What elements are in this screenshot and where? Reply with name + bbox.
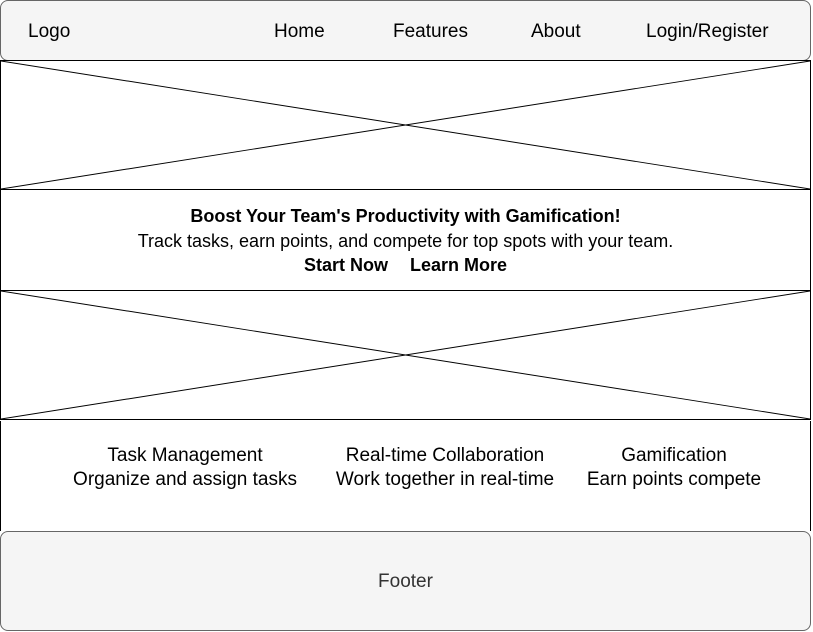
feature-gamification: Gamification Earn points compete (581, 444, 767, 492)
logo: Logo (28, 21, 71, 42)
start-now-button[interactable]: Start Now (303, 255, 388, 275)
image-placeholder-top (0, 60, 811, 190)
learn-more-button[interactable]: Learn More (409, 255, 508, 275)
header-bar: Logo Home Features About Login/Register (0, 0, 811, 61)
image-placeholder-cross-icon (1, 291, 810, 419)
nav-login-register[interactable]: Login/Register (646, 21, 769, 42)
image-placeholder-cross-icon (1, 61, 810, 189)
nav-about[interactable]: About (531, 21, 581, 42)
feature-real-time-collaboration: Real-time Collaboration Work together in… (328, 444, 562, 492)
nav-features[interactable]: Features (393, 21, 468, 42)
hero-section: Boost Your Team's Productivity with Gami… (0, 190, 811, 291)
feature-description: Organize and assign tasks (73, 469, 297, 490)
feature-task-management: Task Management Organize and assign task… (67, 444, 303, 492)
feature-title: Gamification (621, 445, 727, 466)
hero-actions: Start Now Learn More (1, 255, 810, 276)
feature-description: Earn points compete (586, 469, 762, 490)
feature-title: Task Management (107, 445, 263, 466)
hero-subtitle: Track tasks, earn points, and compete fo… (137, 231, 674, 251)
footer-label: Footer (378, 571, 433, 592)
feature-description: Work together in real-time (335, 469, 555, 490)
footer: Footer (0, 531, 811, 631)
feature-title: Real-time Collaboration (345, 445, 545, 466)
features-section: Task Management Organize and assign task… (0, 421, 811, 531)
nav-home[interactable]: Home (274, 21, 325, 42)
image-placeholder-middle (0, 290, 811, 420)
hero-title: Boost Your Team's Productivity with Gami… (190, 206, 621, 226)
